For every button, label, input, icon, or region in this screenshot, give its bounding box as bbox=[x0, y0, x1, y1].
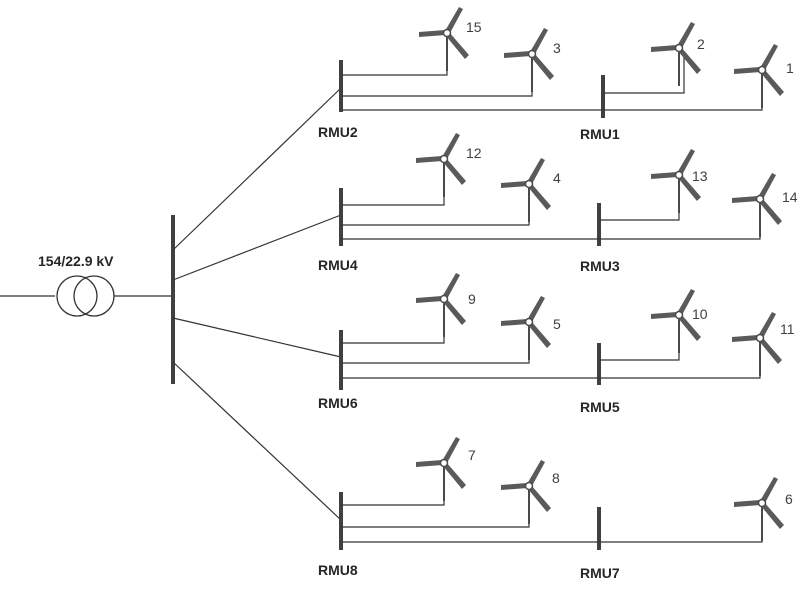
wire-rmu6-t11 bbox=[341, 345, 761, 379]
rmu2-label: RMU2 bbox=[318, 124, 358, 140]
rmu4-label: RMU4 bbox=[318, 257, 358, 273]
wind-turbine-icon bbox=[415, 132, 467, 198]
wind-turbine-icon bbox=[731, 172, 783, 238]
wire-rmu2-t15 bbox=[341, 42, 448, 76]
turbine-label-8: 8 bbox=[552, 470, 560, 486]
turbine-label-11: 11 bbox=[780, 321, 795, 337]
wind-turbine-icon bbox=[733, 476, 785, 542]
feeder-to-rmu6 bbox=[172, 317, 342, 358]
rmu6-label: RMU6 bbox=[318, 395, 358, 411]
wind-turbine-icon bbox=[733, 43, 785, 109]
turbine-label-13: 13 bbox=[692, 168, 708, 184]
turbine-label-12: 12 bbox=[466, 145, 482, 161]
turbine-label-7: 7 bbox=[468, 447, 476, 463]
wire-rmu6-t9 bbox=[341, 306, 445, 344]
wire-rmu4-t12 bbox=[341, 167, 445, 206]
turbine-label-6: 6 bbox=[785, 491, 793, 507]
grid-feeder: 154/22.9 kV bbox=[0, 253, 173, 317]
wire-rmu2-t1 bbox=[341, 77, 763, 111]
rmu8-label: RMU8 bbox=[318, 562, 358, 578]
wire-rmu6-t5 bbox=[341, 330, 530, 364]
transformer-primary-winding bbox=[56, 275, 98, 317]
wind-turbine-icon bbox=[731, 311, 783, 377]
turbine-label-2: 2 bbox=[697, 36, 705, 52]
rmu5-label: RMU5 bbox=[580, 399, 620, 415]
feeder-to-rmu8 bbox=[172, 361, 342, 521]
wind-turbine-icon bbox=[503, 27, 555, 93]
collector-wiring bbox=[341, 42, 763, 543]
wire-rmu8-t7 bbox=[341, 470, 445, 506]
turbine-label-4: 4 bbox=[553, 170, 561, 186]
feeder-to-rmu4 bbox=[172, 214, 342, 281]
wind-turbine-icon bbox=[415, 272, 467, 338]
rmu3-label: RMU3 bbox=[580, 258, 620, 274]
wire-rmu5-t10 bbox=[599, 323, 680, 361]
transformer-rating-label: 154/22.9 kV bbox=[38, 253, 114, 269]
feeder-to-rmu2 bbox=[172, 87, 342, 251]
wire-rmu3-t13 bbox=[599, 183, 680, 221]
rmu1-label: RMU1 bbox=[580, 126, 620, 142]
wind-turbine-icon bbox=[500, 459, 552, 525]
wind-turbine-icon bbox=[500, 157, 552, 223]
turbine-label-14: 14 bbox=[782, 189, 798, 205]
turbine-label-1: 1 bbox=[786, 60, 794, 76]
wind-turbine-icon bbox=[415, 436, 467, 502]
wire-rmu4-t4 bbox=[341, 192, 530, 226]
rmu-labels: RMU2 RMU1 RMU4 RMU3 RMU6 RMU5 RMU8 RMU7 bbox=[318, 124, 620, 581]
wire-rmu8-t8 bbox=[341, 494, 530, 528]
turbine-label-9: 9 bbox=[468, 291, 476, 307]
rmu7-label: RMU7 bbox=[580, 565, 620, 581]
turbine-label-15: 15 bbox=[466, 19, 482, 35]
wire-rmu2-t3 bbox=[341, 63, 533, 97]
main-feeders bbox=[172, 87, 342, 521]
turbine-label-3: 3 bbox=[553, 40, 561, 56]
turbine-labels: 15 3 2 1 12 4 13 14 9 5 10 11 7 8 6 bbox=[466, 19, 798, 507]
wind-turbine-icon bbox=[500, 295, 552, 361]
wire-rmu1-t2 bbox=[603, 54, 685, 94]
transformer-secondary-winding bbox=[73, 275, 115, 317]
turbine-label-5: 5 bbox=[553, 316, 561, 332]
wind-turbine-icon bbox=[418, 6, 470, 72]
wire-rmu4-t14 bbox=[341, 206, 761, 240]
turbine-label-10: 10 bbox=[692, 306, 708, 322]
wind-turbine-icon bbox=[650, 21, 702, 87]
rmu-buses bbox=[339, 60, 605, 550]
